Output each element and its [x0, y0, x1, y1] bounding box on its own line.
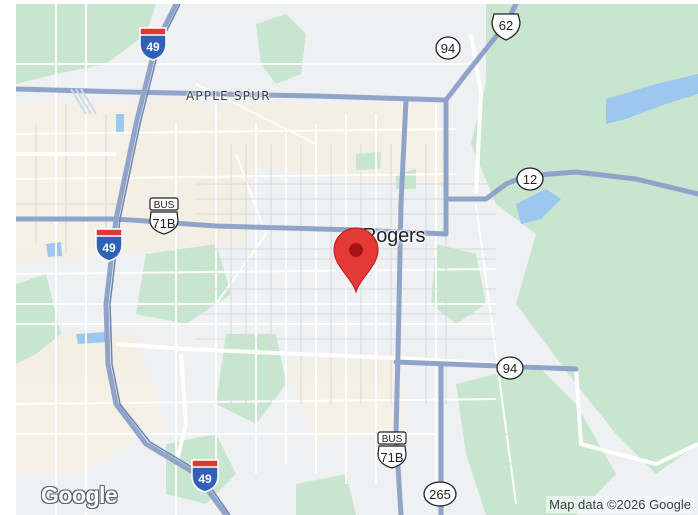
city-label-rogers[interactable]: Rogers — [362, 225, 426, 247]
hwy94-top-label: 94 — [441, 41, 455, 56]
bus-71b-bottom-shield: BUS 71B — [377, 431, 407, 469]
us62-label: 62 — [499, 18, 513, 33]
hwy94-right-label: 94 — [503, 361, 517, 376]
bus71b-bottom-bus-label: BUS — [382, 434, 403, 445]
interstate-49-bottom-shield: 49 — [191, 459, 219, 493]
bus71b-left-num-label: 71B — [152, 216, 175, 231]
google-logo: Google — [41, 482, 118, 508]
bus-71b-left-shield: BUS 71B — [149, 197, 179, 235]
hwy12-label: 12 — [523, 172, 537, 187]
hwy-94-right-shield: 94 — [496, 356, 524, 380]
bus71b-bottom-num-label: 71B — [380, 450, 403, 465]
apple-spur-road-label: APPLE SPUR — [186, 89, 271, 103]
us-62-shield: 62 — [491, 13, 521, 41]
i49-mid-label: 49 — [102, 241, 116, 255]
hwy265-label: 265 — [429, 487, 451, 502]
map-canvas[interactable]: 49 49 49 94 62 12 — [16, 4, 698, 515]
i49-top-label: 49 — [146, 40, 160, 54]
bus71b-left-bus-label: BUS — [154, 200, 175, 211]
map-attribution[interactable]: Map data ©2026 Google — [546, 496, 694, 513]
route-shields: 49 49 49 94 62 12 — [95, 13, 544, 507]
map-base — [16, 4, 698, 515]
i49-bottom-label: 49 — [198, 472, 212, 486]
interstate-49-mid-shield: 49 — [95, 228, 123, 262]
interstate-49-top-shield: 49 — [139, 27, 167, 61]
hwy-94-top-shield: 94 — [435, 36, 461, 60]
hwy-265-shield: 265 — [423, 481, 457, 507]
hwy-12-shield: 12 — [516, 167, 544, 191]
